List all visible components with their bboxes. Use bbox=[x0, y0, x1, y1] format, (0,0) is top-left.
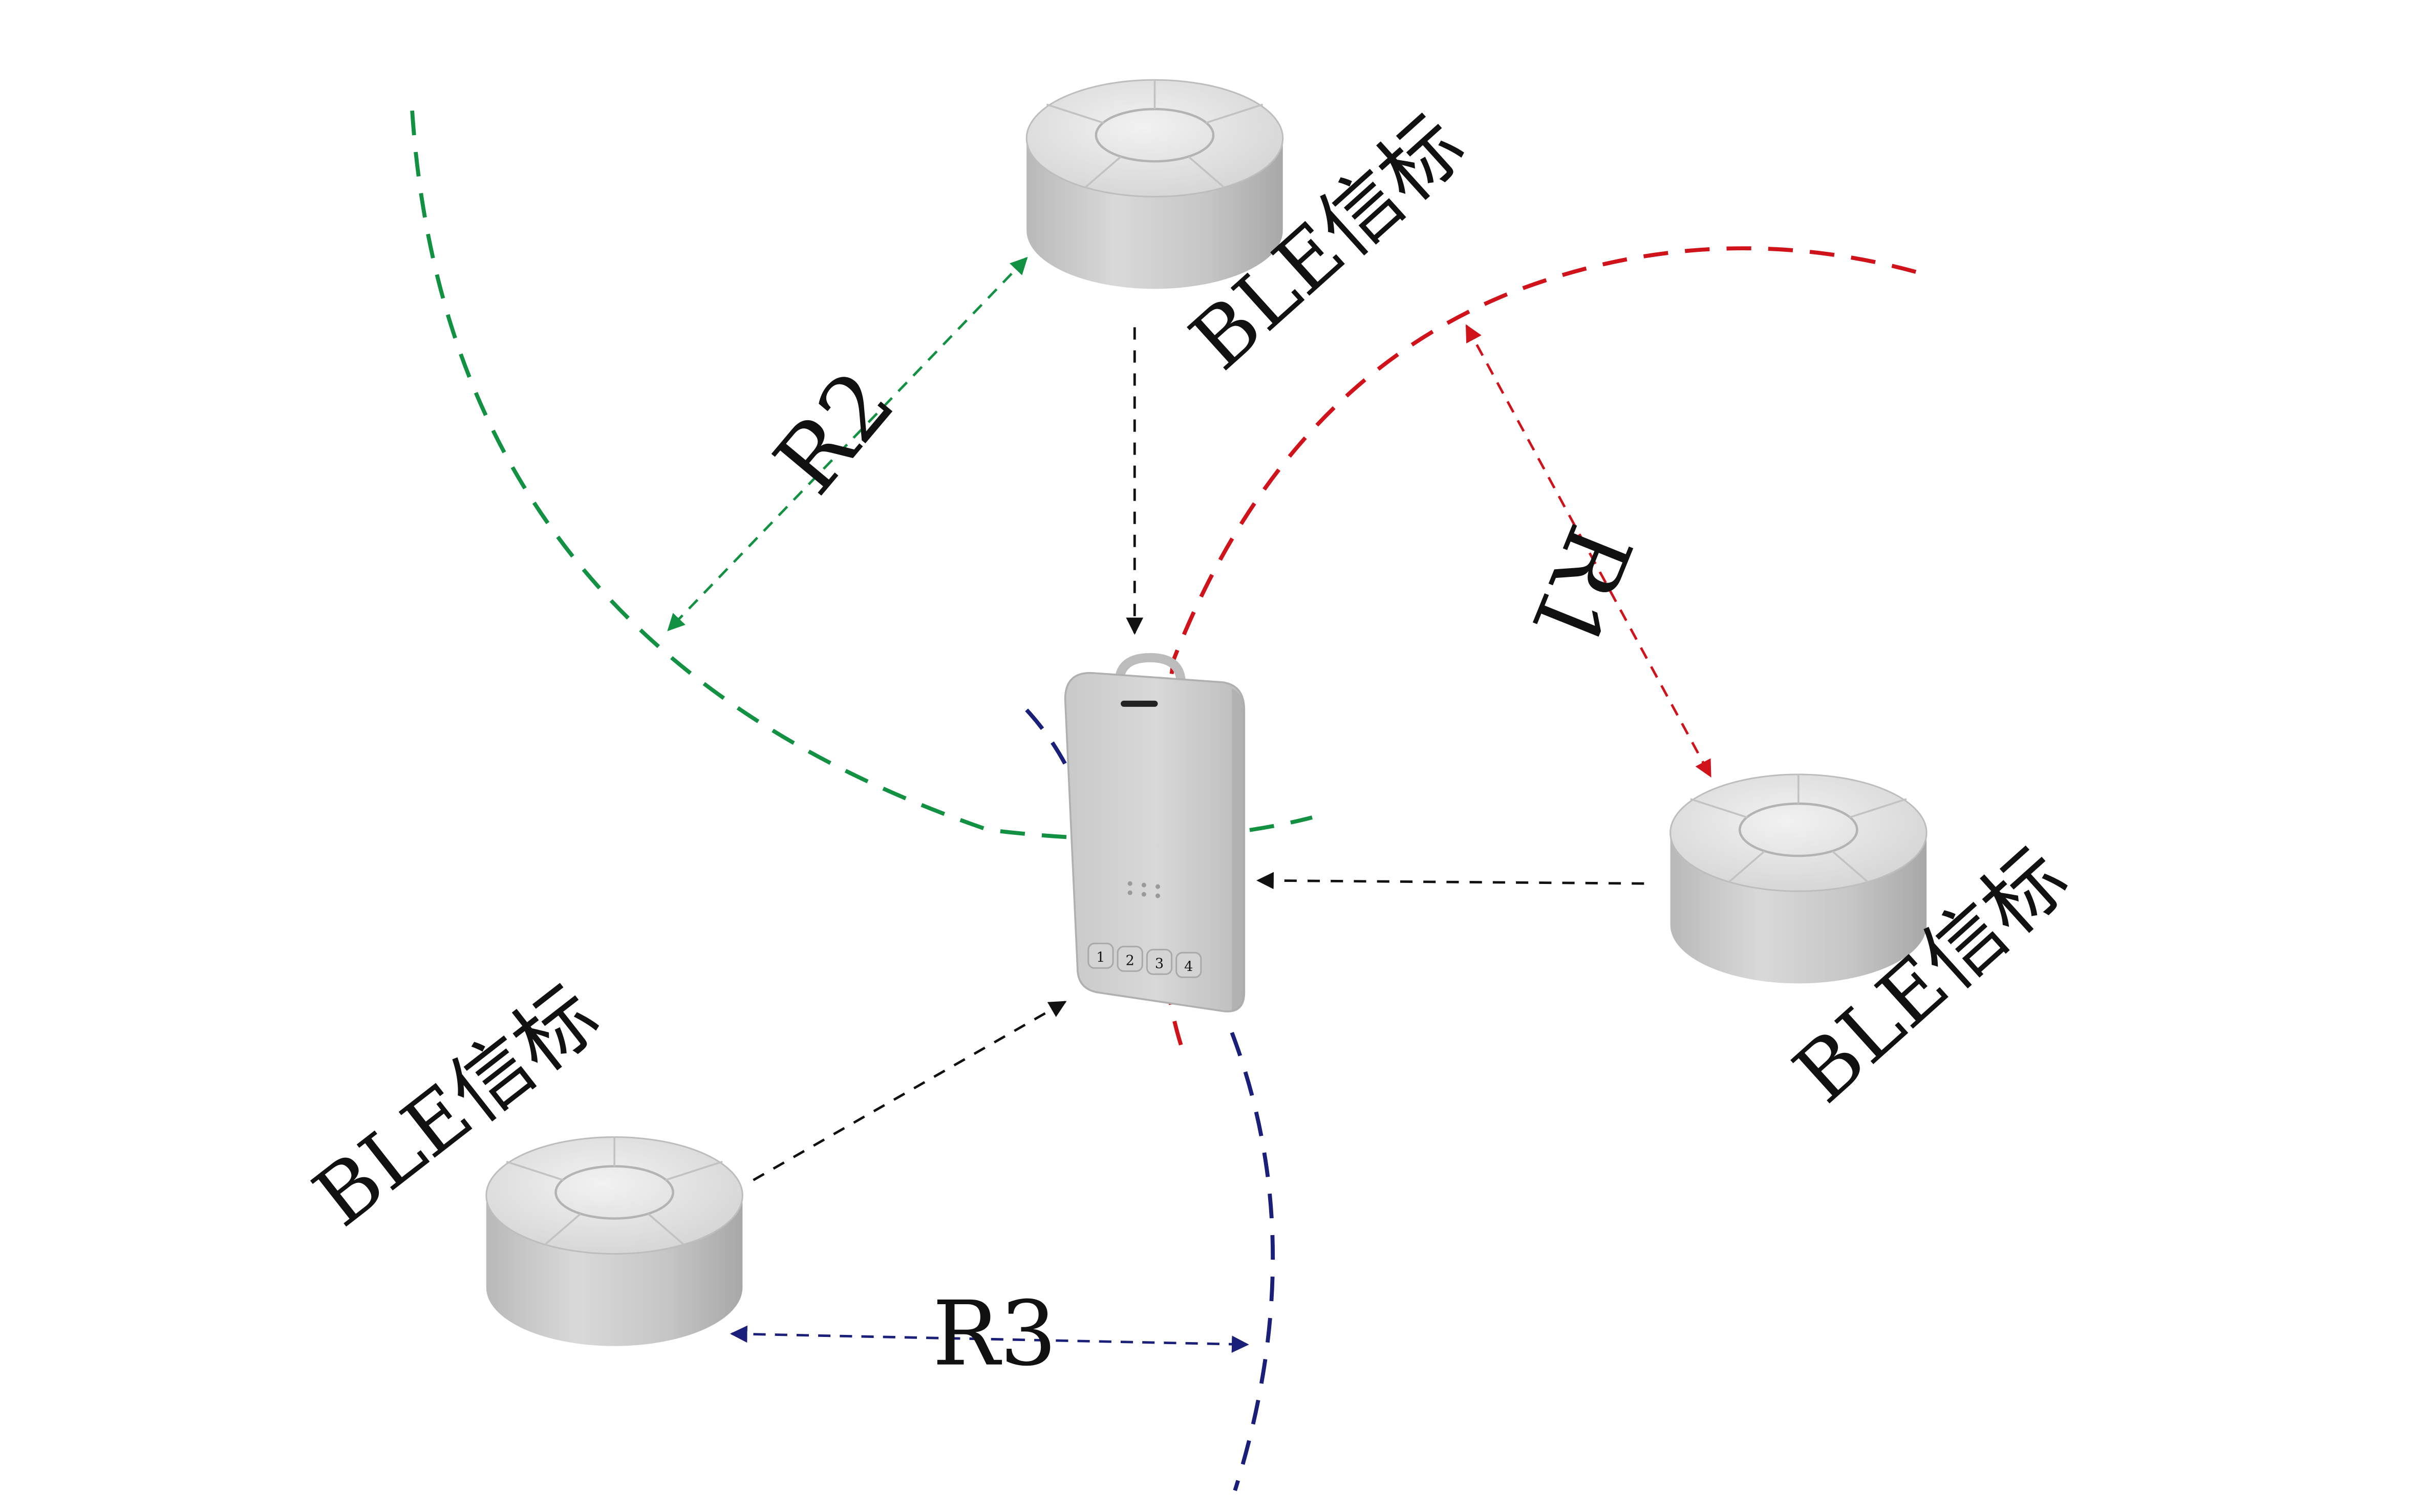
tag-button-4-label: 4 bbox=[1184, 959, 1193, 975]
tag-button-1-label: 1 bbox=[1096, 949, 1105, 965]
tag-speaker-slot bbox=[1121, 700, 1158, 707]
tag-device: 1 2 3 4 bbox=[1064, 653, 1246, 1012]
tag-button-2-label: 2 bbox=[1126, 953, 1134, 968]
tag-body bbox=[1064, 672, 1246, 1012]
ble-beacon-right bbox=[1669, 773, 1928, 984]
tag-indicator-leds bbox=[1127, 881, 1161, 898]
r2-label: R2 bbox=[755, 352, 915, 513]
tag-button-3-label: 3 bbox=[1155, 956, 1164, 971]
tag-button-1[interactable] bbox=[1087, 942, 1114, 969]
tag-button-3[interactable] bbox=[1146, 948, 1173, 975]
tag-button-4[interactable] bbox=[1175, 952, 1202, 978]
ble-beacon-top bbox=[1025, 79, 1284, 289]
tag-button-row: 1 2 3 4 bbox=[1087, 942, 1202, 978]
signal-arrow-right bbox=[1256, 872, 1644, 890]
tag-lanyard-loop bbox=[1115, 653, 1186, 682]
signal-arrow-left bbox=[753, 1001, 1067, 1181]
r1-label: R1 bbox=[1508, 511, 1652, 665]
r3-label: R3 bbox=[932, 1282, 1057, 1386]
tag-button-2[interactable] bbox=[1117, 945, 1143, 972]
ble-beacon-left bbox=[485, 1136, 743, 1346]
